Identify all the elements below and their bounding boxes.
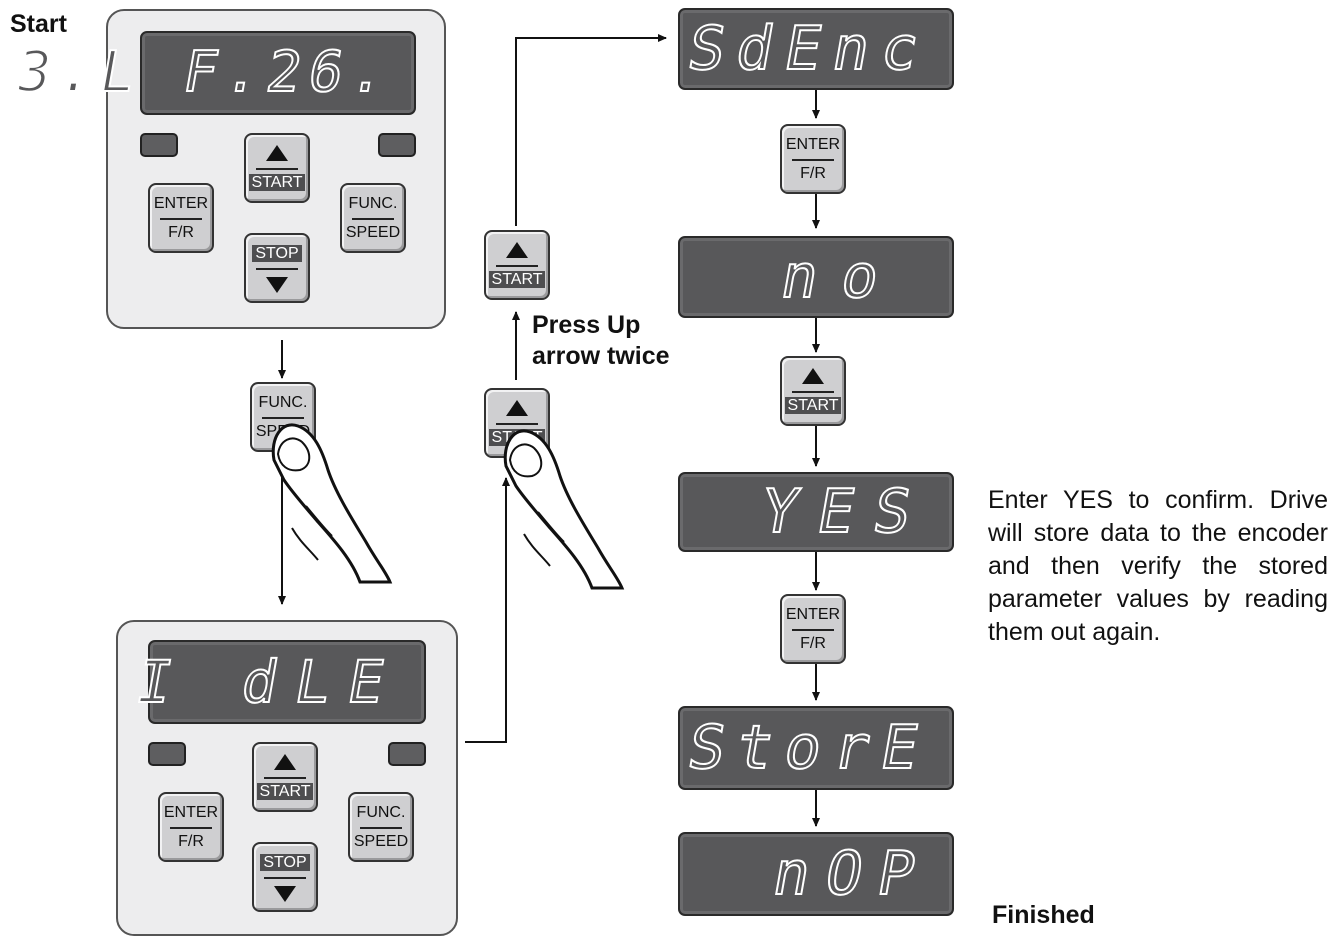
- func-key-label: FUNC.: [350, 804, 412, 822]
- fr-key-label: F/R: [150, 224, 212, 242]
- func-speed-button[interactable]: FUNC. SPEED: [340, 183, 406, 253]
- display-text: SdEnc: [684, 19, 935, 79]
- fr-key-label: F/R: [782, 165, 844, 183]
- start-key-label: START: [785, 397, 842, 414]
- enter-key-label: ENTER: [160, 804, 222, 822]
- display-store: StorE: [678, 706, 954, 790]
- finger-icon: [262, 410, 402, 590]
- enter-button[interactable]: ENTER F/R: [148, 183, 214, 253]
- start-key-label: START: [249, 174, 306, 191]
- stop-down-button[interactable]: STOP: [244, 233, 310, 303]
- keypad-panel-idle: I dLE START ENTER F/R FUNC. SPEED STOP: [116, 620, 458, 936]
- start-up-button-upper[interactable]: START: [484, 230, 550, 300]
- speed-key-label: SPEED: [342, 224, 404, 242]
- stop-key-label: STOP: [252, 245, 301, 262]
- func-speed-button[interactable]: FUNC. SPEED: [348, 792, 414, 862]
- up-arrow-icon: [254, 754, 316, 770]
- fr-key-label: F/R: [160, 833, 222, 851]
- speed-key-label: SPEED: [350, 833, 412, 851]
- display-text: StorE: [684, 718, 935, 778]
- up-arrow-icon: [782, 368, 844, 384]
- led-left: [140, 133, 178, 157]
- stop-down-button[interactable]: STOP: [252, 842, 318, 912]
- display-nop: nOP: [678, 832, 954, 916]
- display-no: no: [678, 236, 954, 318]
- down-arrow-icon: [254, 886, 316, 902]
- finger-icon: [494, 416, 634, 596]
- display-panel-idle: I dLE: [148, 640, 426, 724]
- led-right: [378, 133, 416, 157]
- display-yes: YES: [678, 472, 954, 552]
- arrow-up-to-sdenc: [516, 38, 666, 226]
- up-arrow-icon: [486, 400, 548, 416]
- start-key-label: START: [257, 783, 314, 800]
- display-text: 3.L F.26.: [12, 45, 397, 101]
- enter-button[interactable]: ENTER F/R: [780, 594, 846, 664]
- led-right: [388, 742, 426, 766]
- enter-button[interactable]: ENTER F/R: [780, 124, 846, 194]
- display-text: nOP: [768, 844, 935, 904]
- display-text: I dLE: [132, 653, 407, 711]
- func-key-label: FUNC.: [342, 195, 404, 213]
- keypad-panel-start: 3.L F.26. START ENTER F/R FUNC. SPEED ST…: [106, 9, 446, 329]
- stop-key-label: STOP: [260, 854, 309, 871]
- display-text: no: [776, 247, 907, 307]
- down-arrow-icon: [246, 277, 308, 293]
- enter-button[interactable]: ENTER F/R: [158, 792, 224, 862]
- led-left: [148, 742, 186, 766]
- display-text: YES: [756, 482, 935, 542]
- fr-key-label: F/R: [782, 635, 844, 653]
- enter-key-label: ENTER: [782, 606, 844, 624]
- up-arrow-icon: [246, 145, 308, 161]
- enter-key-label: ENTER: [150, 195, 212, 213]
- start-up-button[interactable]: START: [252, 742, 318, 812]
- start-up-button[interactable]: START: [244, 133, 310, 203]
- enter-key-label: ENTER: [782, 136, 844, 154]
- display-panel-start: 3.L F.26.: [140, 31, 416, 115]
- display-sdenc: SdEnc: [678, 8, 954, 90]
- start-up-button[interactable]: START: [780, 356, 846, 426]
- start-key-label: START: [489, 271, 546, 288]
- up-arrow-icon: [486, 242, 548, 258]
